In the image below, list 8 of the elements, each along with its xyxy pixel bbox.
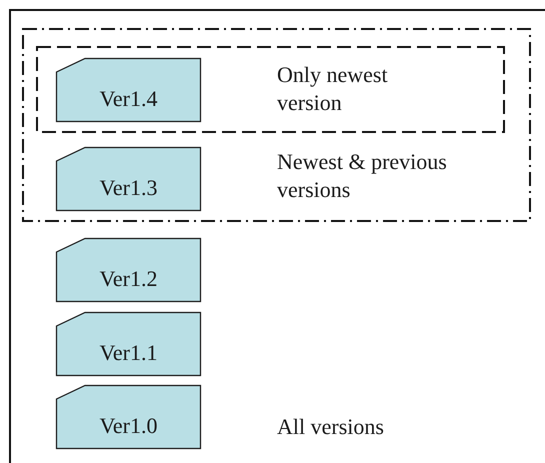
group-label: All versions (277, 413, 385, 441)
version-label: Ver1.2 (99, 266, 158, 291)
group-label: Newest & previous versions (277, 148, 448, 204)
version-label: Ver1.3 (99, 175, 158, 200)
group-label: Only newest version (277, 61, 389, 117)
version-label: Ver1.0 (99, 413, 158, 438)
version-label: Ver1.1 (99, 340, 158, 365)
version-label: Ver1.4 (99, 86, 158, 111)
